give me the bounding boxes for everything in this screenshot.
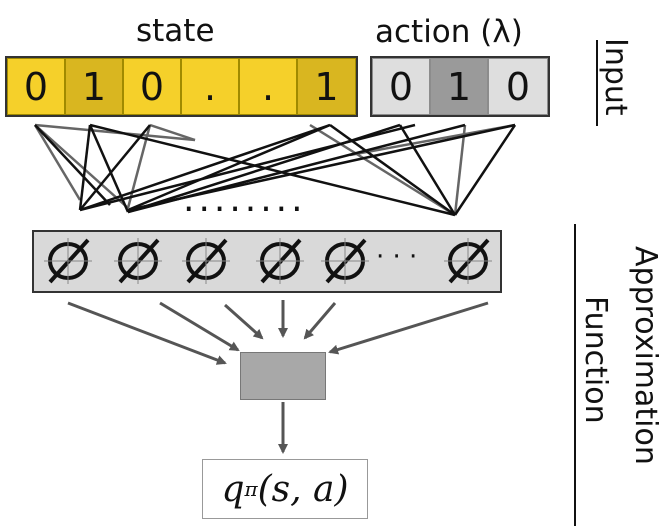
input-to-hidden-lines-gray xyxy=(33,123,516,217)
action-cell-0: 0 xyxy=(372,58,430,115)
state-label: state xyxy=(136,13,215,49)
aggregator-node xyxy=(240,352,326,400)
phi-activation-icon xyxy=(182,238,230,284)
action-vector: 0 1 0 xyxy=(370,56,550,117)
action-label: action (λ) xyxy=(375,14,523,50)
phi-activation-icon xyxy=(321,238,369,284)
state-cell-3: . xyxy=(181,58,239,115)
hidden-to-output-arrows xyxy=(67,300,489,454)
input-to-hidden-lines-black xyxy=(34,123,517,217)
hidden-layer: · · · xyxy=(32,230,502,293)
action-cell-2: 0 xyxy=(488,58,548,115)
action-cell-1: 1 xyxy=(430,58,488,115)
state-cell-2: 0 xyxy=(123,58,181,115)
phi-activation-icon xyxy=(256,238,304,284)
approx-label-line1: Approximation xyxy=(628,246,663,465)
input-separator xyxy=(596,40,598,126)
neuron-ellipsis: · · · xyxy=(376,242,418,272)
phi-activation-icon xyxy=(114,238,162,284)
state-vector: 0 1 0 . . 1 xyxy=(5,56,358,117)
state-cell-5: 1 xyxy=(297,58,356,115)
hidden-layer-ellipsis: ........ xyxy=(183,179,307,220)
approx-separator xyxy=(574,224,576,526)
phi-activation-icon xyxy=(44,238,92,284)
state-cell-0: 0 xyxy=(7,58,65,115)
phi-activation-icon xyxy=(444,238,492,284)
state-cell-1: 1 xyxy=(65,58,123,115)
state-cell-4: . xyxy=(239,58,297,115)
approx-label-line2: Function xyxy=(578,296,613,424)
